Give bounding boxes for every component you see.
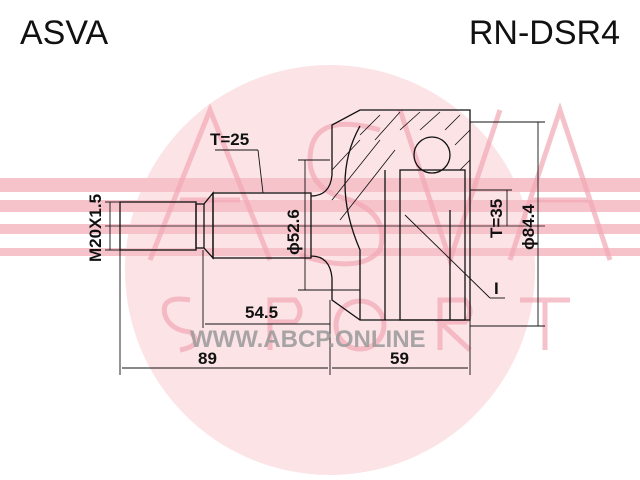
watermark-logo-letters: [147, 102, 613, 353]
part-outline: [105, 109, 545, 321]
dimension-lines: [105, 121, 545, 375]
watermark-site: WWW.ABCP.ONLINE: [190, 326, 426, 353]
dim-shaft-diameter: ϕ52.6: [284, 209, 303, 255]
dim-thread: M20X1.5: [86, 194, 105, 262]
brand-label: ASVA: [20, 14, 109, 52]
part-number: RN-DSR4: [468, 14, 620, 52]
watermark-logo: [0, 65, 640, 475]
abs-marker: I: [494, 279, 499, 298]
dim-outer-diameter: ϕ84.4: [519, 204, 538, 250]
dim-spline-inner: T=25: [210, 130, 249, 149]
dim-total-shaft-length: 89: [198, 349, 217, 368]
dim-body-length: 59: [390, 349, 409, 368]
dim-spline-outer: T=35: [487, 199, 506, 238]
dim-shaft-length: 54.5: [245, 303, 278, 322]
